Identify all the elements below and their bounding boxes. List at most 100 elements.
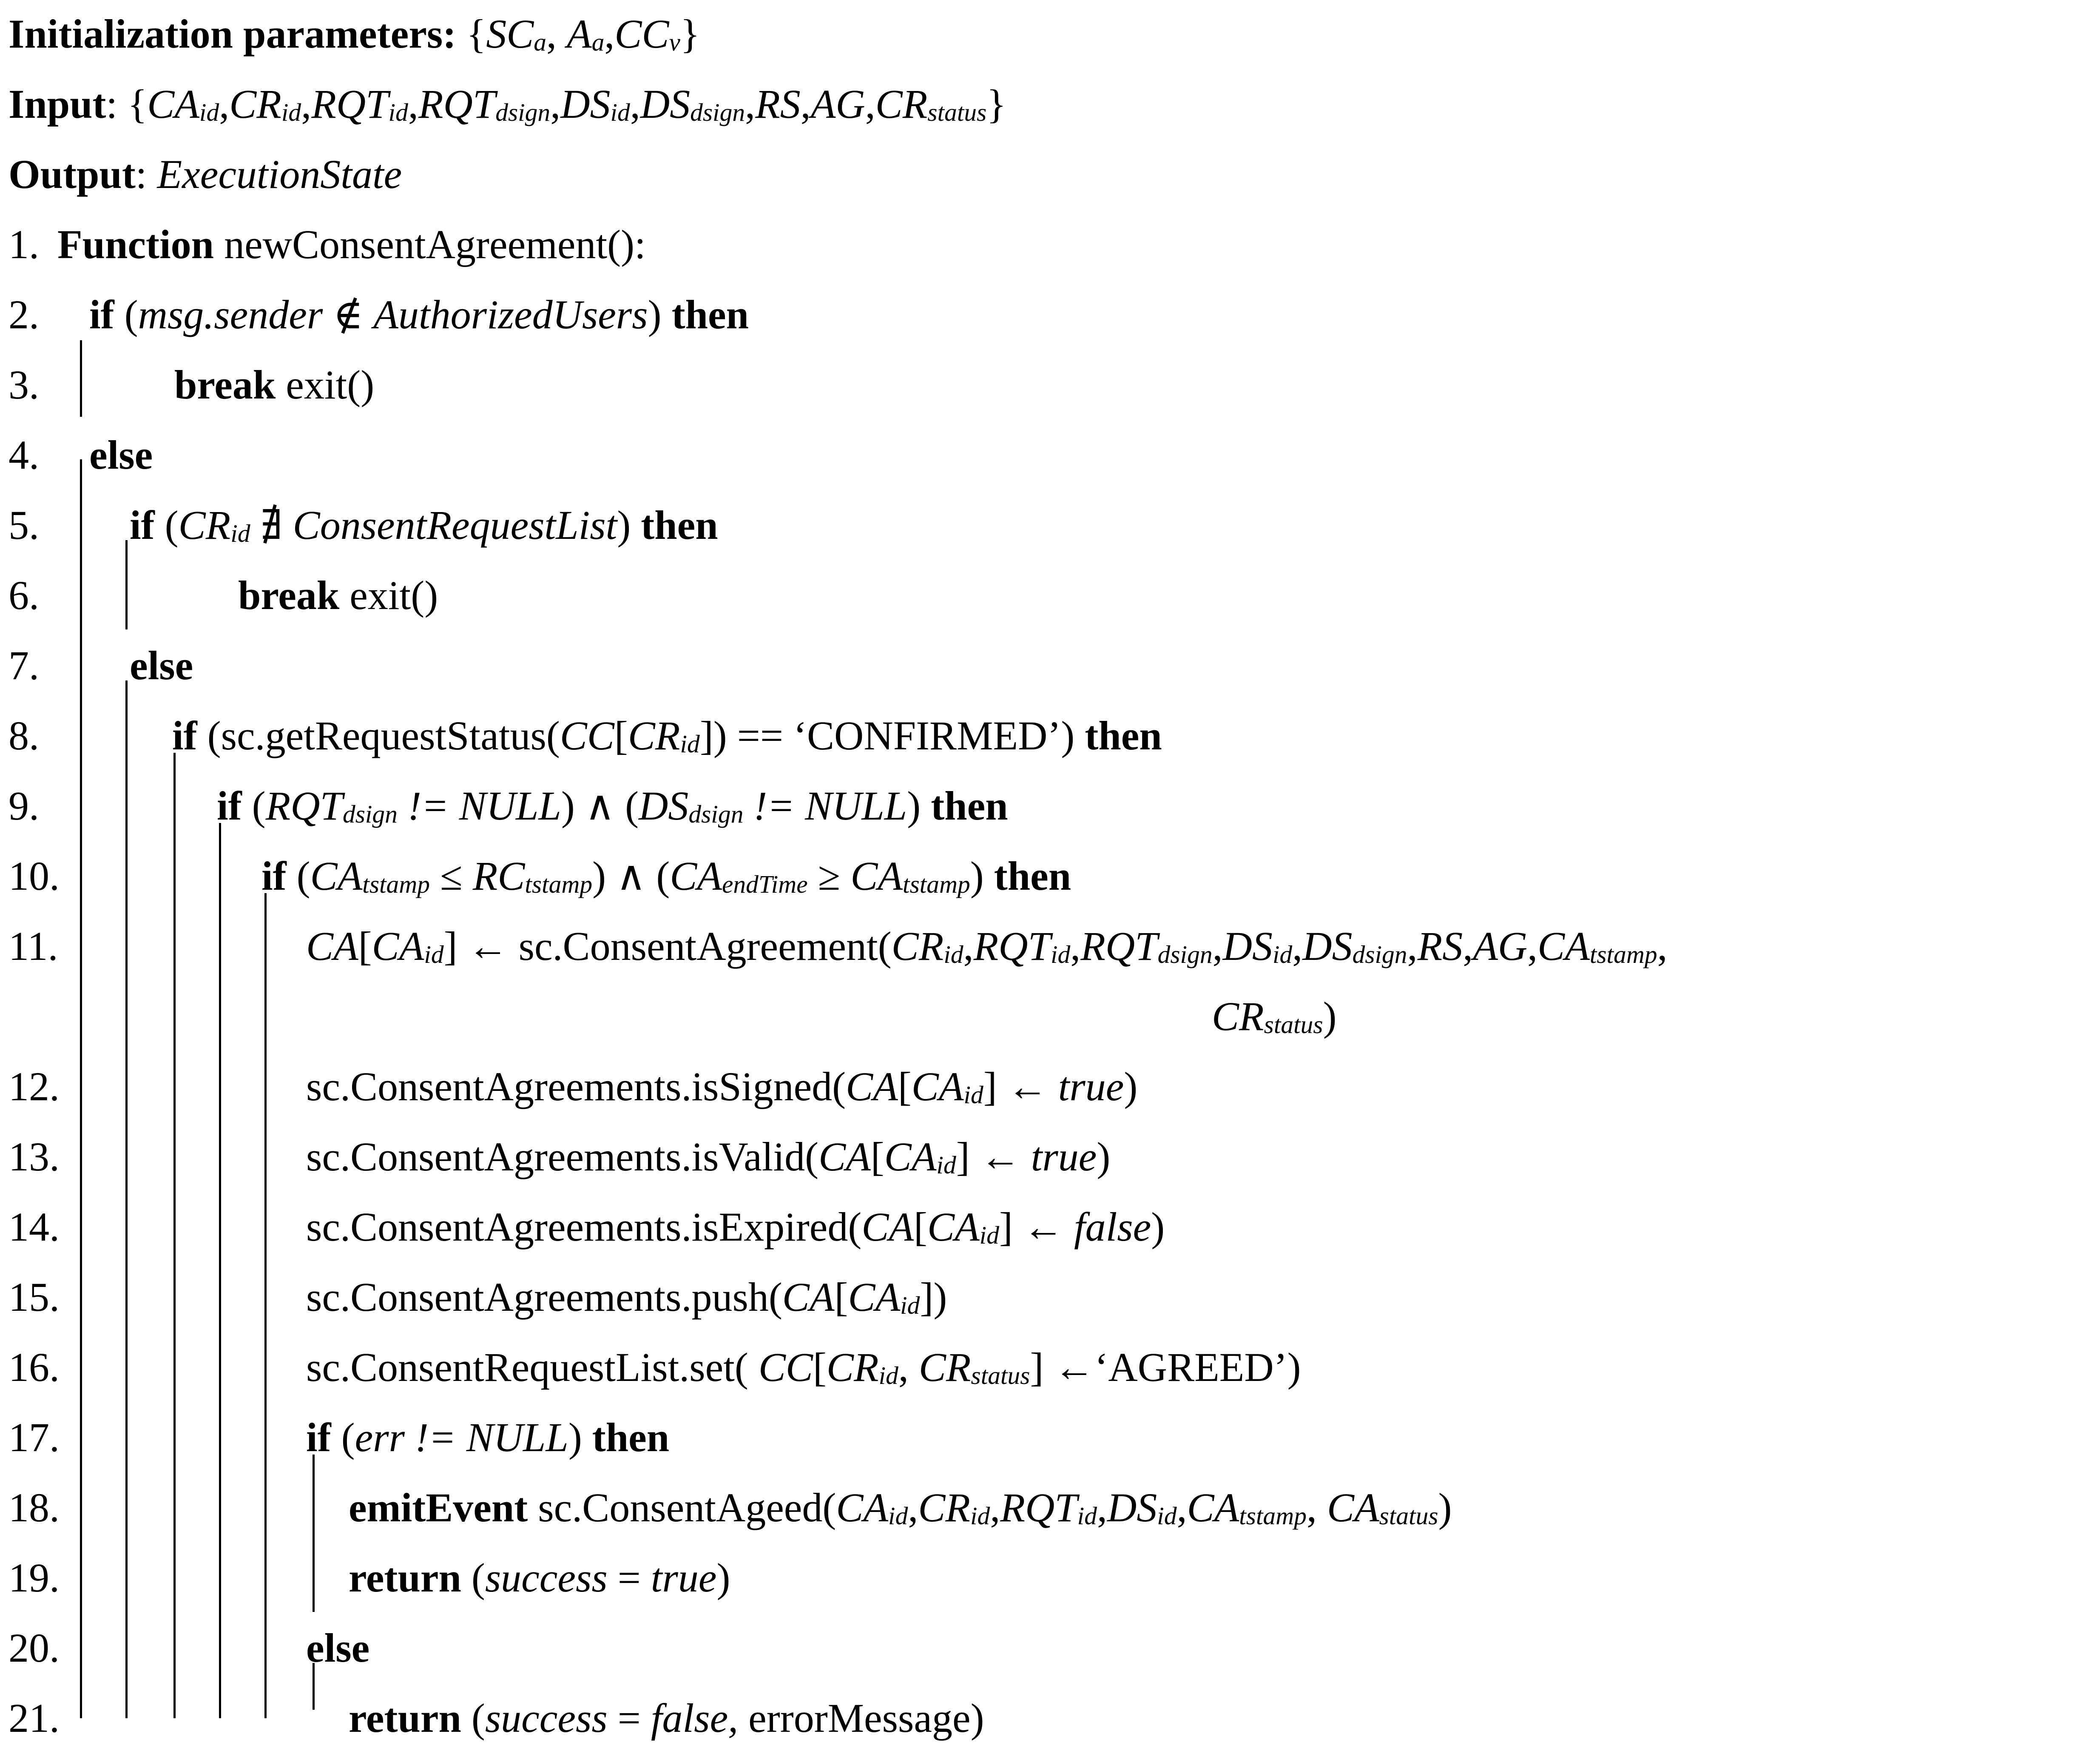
keyword: else (130, 643, 193, 688)
text-run: ( (461, 1695, 485, 1741)
italic-term: CC (758, 1344, 813, 1390)
text-run: sc.ConsentAgreements.isSigned( (306, 1064, 846, 1109)
line-number: 7. (9, 643, 39, 688)
line-number: 6. (9, 572, 39, 618)
line-statement: if (err != NULL) then (306, 1408, 669, 1467)
text-run: , (546, 11, 567, 57)
italic-term: RC (472, 853, 525, 899)
block-bar-if-2 (80, 340, 82, 417)
keyword: Output (9, 151, 136, 197)
subscript: id (388, 98, 408, 127)
keyword: then (1085, 713, 1162, 758)
text-run: , (963, 923, 974, 969)
italic-term: false, (651, 1695, 739, 1741)
block-bar-else-4 (80, 459, 82, 1718)
text-run: : (135, 151, 157, 197)
line-number: 10. (9, 853, 60, 899)
text-run: , (1407, 923, 1418, 969)
subscript: id (281, 98, 301, 127)
line-statement: if (msg.sender ∉ AuthorizedUsers) then (89, 285, 749, 344)
text-run: , (604, 11, 615, 57)
italic-term: CA (147, 81, 199, 127)
text-run: [ (834, 1274, 848, 1320)
keyword: if (89, 292, 114, 337)
subscript: id (1272, 940, 1293, 969)
italic-term: AG (810, 81, 865, 127)
keyword: emitEvent (349, 1485, 528, 1530)
italic-term: DS (1222, 923, 1273, 969)
text-run: , (800, 81, 811, 127)
block-bar-if-10 (264, 893, 267, 1718)
italic-term: A (567, 11, 592, 57)
subscript: id (970, 1502, 990, 1530)
text-run: , (990, 1485, 1000, 1530)
italic-term: CA (850, 853, 903, 899)
italic-term: CA (836, 1485, 889, 1530)
italic-term: DS (639, 783, 689, 828)
subscript: id (878, 1361, 898, 1390)
text-run: ] ←‘AGREED’) (1030, 1344, 1301, 1390)
italic-term: CA (372, 923, 424, 969)
italic-term: DS (560, 81, 611, 127)
italic-term: SC (486, 11, 534, 57)
keyword: if (261, 853, 287, 899)
line-statement: sc.ConsentAgreements.push(CA[CAid]) (306, 1267, 947, 1335)
keyword: Function (57, 222, 214, 267)
text-run: ≤ (430, 853, 473, 899)
italic-term: ConsentRequestList (293, 502, 617, 548)
text-run: ) (1438, 1485, 1452, 1530)
italic-term: CR (1212, 994, 1264, 1039)
keyword: then (592, 1415, 670, 1460)
italic-term: err != NULL (355, 1415, 568, 1460)
line-number: 12. (9, 1064, 60, 1109)
italic-term: RQT (265, 783, 343, 828)
keyword: break (174, 362, 276, 407)
subscript: dsign (690, 98, 745, 127)
header-text: Output: ExecutionState (9, 145, 402, 204)
text-run: , (1657, 923, 1668, 969)
text-run: ( (154, 502, 179, 548)
line-statement: else (89, 425, 153, 485)
italic-term: CA (306, 923, 358, 969)
text-run: , (1097, 1485, 1107, 1530)
header-text: Initialization parameters: {SCa, Aa,CCv} (9, 4, 700, 72)
text-run: ) (970, 853, 994, 899)
line-statement: sc.ConsentAgreements.isSigned(CA[CAid] ←… (306, 1057, 1137, 1125)
italic-term: success (485, 1555, 608, 1600)
block-bar-if-8 (173, 753, 176, 1718)
italic-term: true (1058, 1064, 1124, 1109)
keyword: Initialization parameters: (9, 11, 457, 57)
text-run: ) (617, 502, 641, 548)
line-statement: return (success = false, errorMessage) (349, 1688, 984, 1748)
subscript: dsign (342, 800, 398, 828)
subscript: id (1050, 940, 1071, 969)
line-statement: if (sc.getRequestStatus(CC[CRid]) == ‘CO… (172, 706, 1162, 774)
block-bar-else-20 (313, 1663, 315, 1710)
line-statement: if (RQTdsign != NULL) ∧ (DSdsign != NULL… (217, 776, 1008, 844)
subscript: id (943, 940, 963, 969)
text-run: ) (716, 1555, 730, 1600)
line-statement: return (success = true) (349, 1548, 730, 1608)
text-run: ∄ (250, 502, 293, 548)
line-number: 9. (9, 783, 39, 828)
subscript: a (591, 28, 605, 57)
text-run: , (1307, 1485, 1327, 1530)
line-statement: if (CRid ∄ ConsentRequestList) then (130, 495, 718, 563)
subscript: id (963, 1081, 983, 1109)
keyword: return (349, 1695, 461, 1741)
italic-term: != NULL (397, 783, 561, 828)
text-run: sc.ConsentAgreements.isValid( (306, 1134, 819, 1179)
italic-term: CC (614, 11, 669, 57)
italic-term: true (1031, 1134, 1097, 1179)
keyword: then (671, 292, 749, 337)
subscript: dsign (495, 98, 551, 127)
subscript: status (971, 1361, 1030, 1390)
text-run: sc.ConsentRequestList.set( (306, 1344, 759, 1390)
line-statement: sc.ConsentAgreements.isValid(CA[CAid] ← … (306, 1127, 1110, 1195)
keyword: break (238, 572, 340, 618)
italic-term: CA (782, 1274, 835, 1320)
block-bar-if-5 (125, 540, 128, 629)
italic-term: CA (861, 1204, 914, 1250)
subscript: id (199, 98, 219, 127)
